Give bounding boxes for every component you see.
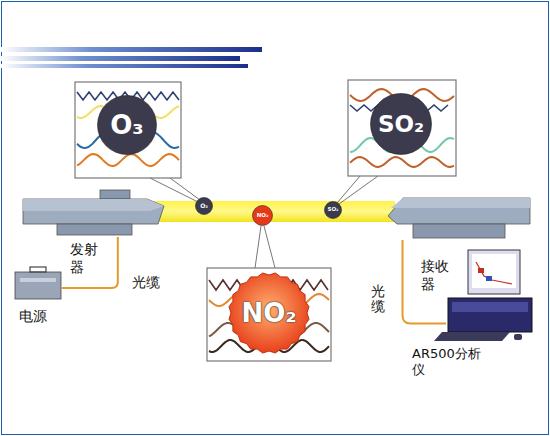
node-label: O₃: [97, 95, 157, 155]
node-label: O₃: [195, 197, 213, 215]
gas-circle: O₃: [97, 95, 157, 155]
node-label: 电源: [19, 308, 59, 326]
node-label: SO₂: [324, 201, 342, 219]
cable-label: 光缆: [132, 274, 160, 292]
node-shape: [440, 250, 534, 342]
node-label: NO₂: [252, 205, 273, 226]
gas-marker: SO₂: [324, 201, 342, 219]
node-shape: [385, 196, 531, 240]
gas-circle: NO₂: [228, 272, 310, 354]
analyzer: AR500分析仪: [440, 250, 534, 342]
gas-marker: O₃: [195, 197, 213, 215]
node-label: 接收器: [421, 258, 451, 293]
node-label: AR500分析仪: [412, 346, 492, 379]
gas-circle: SO₂: [370, 93, 432, 155]
node-label: 发射器: [70, 241, 100, 276]
receiver: 接收器: [385, 196, 531, 240]
node-shape: [14, 266, 62, 300]
fiber-cable: [62, 237, 118, 288]
node-label: NO₂: [228, 272, 310, 354]
cable-label: 光缆: [371, 284, 385, 315]
gas-marker: NO₂: [252, 205, 273, 226]
transmitter: 发射器: [22, 189, 165, 237]
node-label: SO₂: [370, 93, 432, 155]
node-shape: [22, 189, 165, 237]
power-supply: 电源: [14, 266, 62, 300]
